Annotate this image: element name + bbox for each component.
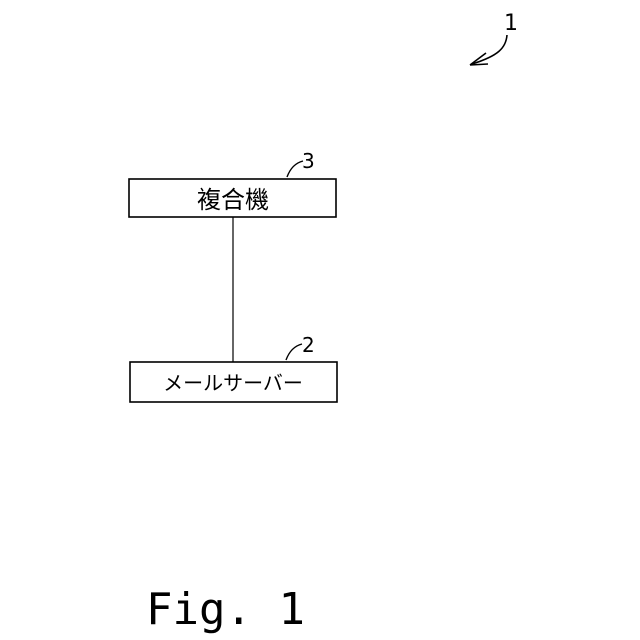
figure-caption: Fig. 1: [146, 584, 305, 635]
system-reference-numeral: 1: [504, 11, 518, 36]
mfp-reference-leader: [287, 161, 303, 177]
mail-server-node: メールサーバー: [130, 362, 337, 402]
mfp-reference-numeral: 3: [302, 149, 315, 173]
mfp-node: 複合機: [129, 179, 336, 217]
mail-server-node-label: メールサーバー: [163, 371, 303, 395]
mail-server-reference-numeral: 2: [302, 333, 315, 357]
mfp-node-label: 複合機: [197, 186, 269, 214]
mail-server-reference-leader: [286, 344, 302, 360]
